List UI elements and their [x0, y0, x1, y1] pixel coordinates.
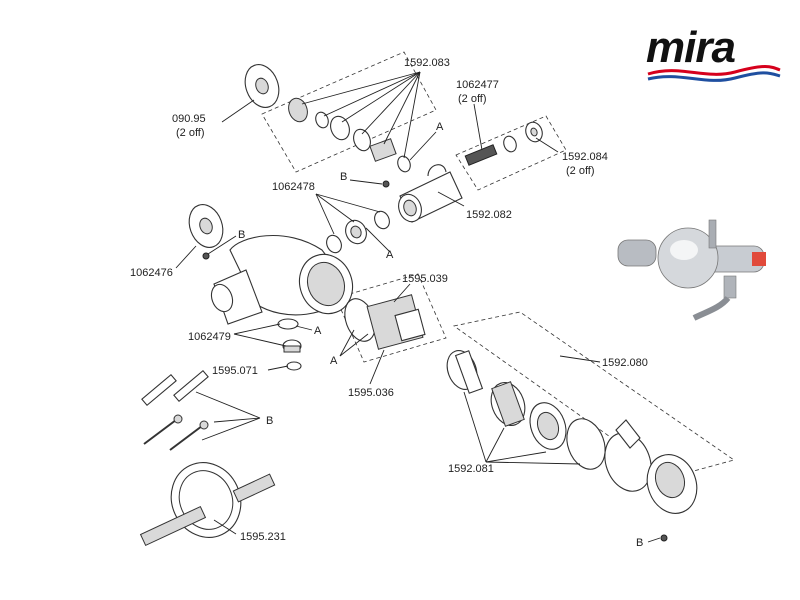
label-1062477: 1062477: [456, 79, 499, 91]
leader-lines: [175, 71, 661, 543]
mira-logo-text: mira: [646, 23, 735, 72]
filter-part: [464, 121, 543, 166]
letter-a-upper: A: [436, 121, 444, 133]
mira-logo: mira: [646, 23, 781, 82]
label-1592-084: 1592.084: [562, 151, 608, 163]
letter-a-seal: A: [314, 325, 322, 337]
label-1592-083: 1592.083: [404, 57, 450, 69]
part-labels: 1592.083 090.95 (2 off) 1062477 (2 off) …: [130, 57, 648, 543]
kit-outline-upper-right: [455, 115, 567, 191]
left-wall-flange-part: [188, 204, 224, 260]
screw-b-upper: [382, 180, 390, 188]
letter-b-screws: B: [266, 415, 273, 427]
letter-a-cartridge: A: [330, 355, 338, 367]
label-090-95: 090.95: [172, 113, 206, 125]
elbow-body-part: [398, 164, 463, 223]
handle-kit-parts: [446, 350, 698, 542]
label-090-95-qty: (2 off): [176, 127, 205, 139]
reference-letters: A B B A A A B B: [238, 121, 643, 549]
backplate-bracket-part: [139, 462, 276, 547]
letter-b-handle: B: [636, 537, 643, 549]
label-1062477-qty: (2 off): [458, 93, 487, 105]
label-1062479: 1062479: [188, 331, 231, 343]
letter-b-left: B: [238, 229, 245, 241]
logo-red-swoosh-icon: [647, 65, 781, 76]
label-1595-231: 1595.231: [240, 531, 286, 543]
label-1592-081: 1592.081: [448, 463, 494, 475]
label-1595-071: 1595.071: [212, 365, 258, 377]
label-1592-084-qty: (2 off): [566, 165, 595, 177]
logo-blue-swoosh-icon: [647, 71, 781, 82]
cartridge-part: [344, 294, 426, 350]
wall-flange-part: [244, 64, 280, 108]
letter-a-inlet: A: [386, 249, 394, 261]
kit-outline-cartridge: [335, 273, 447, 363]
inlet-elbow-parts: [288, 97, 411, 173]
valve-body-part: [210, 234, 354, 325]
label-1595-036: 1595.036: [348, 387, 394, 399]
label-1595-039: 1595.039: [402, 273, 448, 285]
label-1062476: 1062476: [130, 267, 173, 279]
wall-plugs-and-screws: [141, 369, 209, 451]
label-1592-080: 1592.080: [602, 357, 648, 369]
outlet-seal-part: [277, 318, 302, 371]
product-photo: [617, 219, 766, 321]
letter-b-upper: B: [340, 171, 347, 183]
label-1062478: 1062478: [272, 181, 315, 193]
label-1592-082: 1592.082: [466, 209, 512, 221]
kit-outline-upper: [261, 51, 437, 173]
inlet-assembly-part: [326, 210, 390, 254]
